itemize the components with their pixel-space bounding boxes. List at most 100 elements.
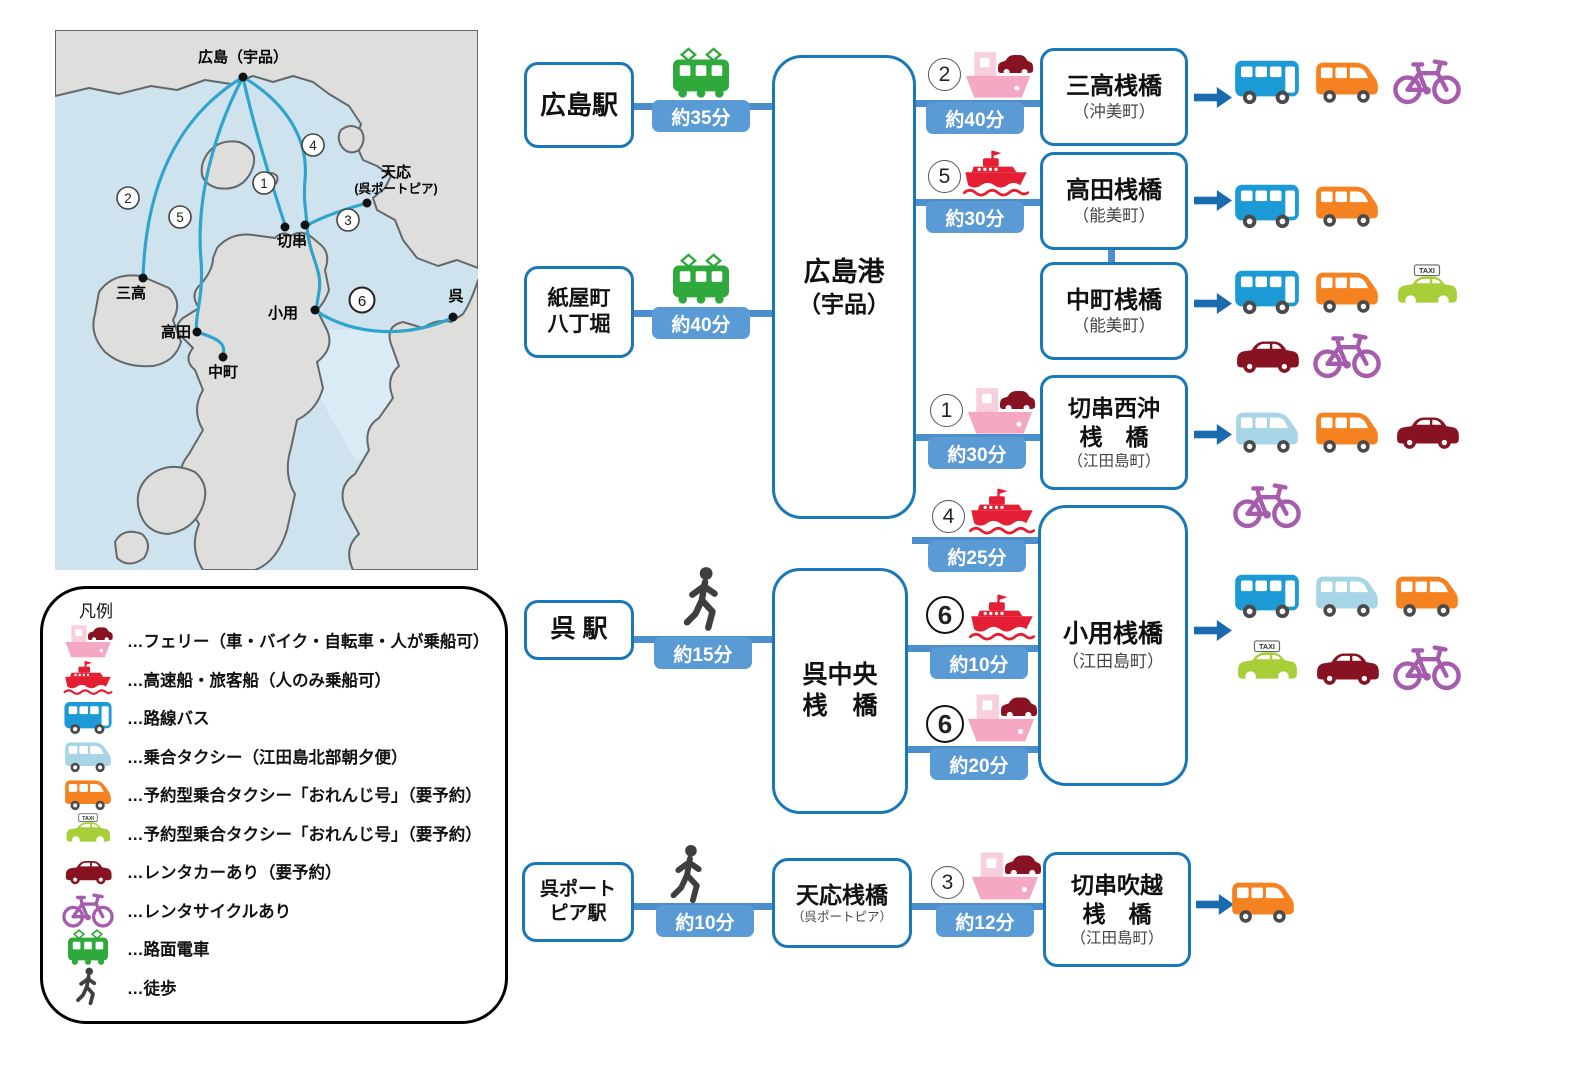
transport-row-koyo-1 bbox=[1232, 568, 1462, 622]
legend-item-label: …レンタカーあり（要予約） bbox=[127, 864, 342, 883]
walk-icon bbox=[682, 566, 726, 634]
box-kirikushi-nishioki-pier: 切串西沖 桟 橋 （江田島町） bbox=[1040, 375, 1188, 490]
map-number-2: 2 bbox=[124, 191, 132, 206]
legend-item: …レンタカーあり（要予約） bbox=[57, 852, 497, 891]
box-label-line2: 桟 橋 bbox=[1082, 900, 1152, 927]
transport-row-nakamachi-2 bbox=[1232, 328, 1382, 382]
arrow-right-icon bbox=[1194, 188, 1232, 213]
time-route2: 約40分 bbox=[926, 102, 1024, 134]
legend-item-label: …予約型乗合タクシー「おれんじ号」（要予約） bbox=[127, 825, 482, 844]
tram-icon bbox=[57, 928, 119, 968]
map-number-5: 5 bbox=[176, 210, 184, 225]
green-taxi-icon: TAXI bbox=[1232, 640, 1302, 694]
legend-item-label: …レンタサイクルあり bbox=[127, 902, 292, 921]
map-sw-islet bbox=[114, 530, 149, 565]
map-labels: 広島（宇品） 天応 (呉ポートピア) 切串 三高 高田 中町 小用 呉 bbox=[116, 48, 464, 381]
green-taxi-icon: TAXI bbox=[57, 813, 119, 853]
box-sublabel: （江田島町） bbox=[1070, 929, 1164, 947]
bicycle-icon bbox=[57, 890, 119, 930]
transport-row-nishioki-1 bbox=[1232, 404, 1462, 458]
box-label: 呉 駅 bbox=[550, 615, 608, 644]
map-route-6 bbox=[314, 309, 454, 334]
route-number-6-ferry: 6 bbox=[926, 705, 964, 743]
box-kure-station: 呉 駅 bbox=[524, 600, 634, 660]
box-kirikushi-fukikoshi-pier: 切串吹越 桟 橋 （江田島町） bbox=[1043, 852, 1191, 967]
map-number-4: 4 bbox=[309, 138, 317, 153]
ferry-icon bbox=[968, 844, 1042, 904]
speedboat-icon bbox=[966, 592, 1038, 646]
legend-items: …フェリー（車・バイク・自転車・人が乗船可） …高速船・旅客船（人のみ乗船可） …路… bbox=[57, 621, 497, 1006]
transport-row-koyo-2: TAXI bbox=[1232, 640, 1462, 694]
transport-row-mitaka bbox=[1232, 54, 1462, 108]
legend-item: …予約型乗合タクシー「おれんじ号」（要予約） bbox=[57, 775, 497, 814]
map-port-dots bbox=[138, 72, 458, 362]
bus-icon bbox=[57, 697, 119, 737]
arrow-right-icon bbox=[1196, 892, 1234, 917]
legend-item: …徒歩 bbox=[57, 967, 497, 1007]
orange-taxi-van-icon bbox=[1312, 54, 1382, 108]
route-map-svg: 広島（宇品） 天応 (呉ポートピア) 切串 三高 高田 中町 小用 呉 1 2 … bbox=[55, 30, 478, 570]
legend-item-label: …徒歩 bbox=[127, 979, 177, 998]
time-hiroshima-port: 約35分 bbox=[652, 100, 750, 132]
ferry-icon bbox=[57, 620, 119, 660]
route-number-4: 4 bbox=[932, 500, 965, 533]
time-route1: 約30分 bbox=[928, 437, 1026, 469]
map-label-takata: 高田 bbox=[161, 323, 191, 341]
box-label: 小用桟橋 bbox=[1062, 620, 1163, 649]
box-kamiyacho-hatchobori: 紙屋町 八丁堀 bbox=[524, 266, 634, 358]
time-route6-fast: 約10分 bbox=[930, 647, 1028, 679]
time-route4: 約25分 bbox=[928, 540, 1026, 572]
box-hiroshima-station: 広島駅 bbox=[524, 62, 634, 148]
map-label-kure: 呉 bbox=[448, 288, 463, 305]
legend-item-label: …乗合タクシー（江田島北部朝夕便） bbox=[127, 748, 408, 767]
transport-row-nishioki-2 bbox=[1232, 478, 1302, 532]
arrow-right-icon bbox=[1194, 85, 1232, 110]
time-route3: 約12分 bbox=[936, 905, 1034, 937]
transport-row-nakamachi-1: TAXI bbox=[1232, 264, 1462, 318]
legend-item: …高速船・旅客船（人のみ乗船可） bbox=[57, 660, 497, 699]
bicycle-icon bbox=[1392, 54, 1462, 108]
box-label-line1: 呉ポート bbox=[539, 879, 616, 901]
map-sw-island bbox=[136, 465, 207, 535]
legend-item-label: …路線バス bbox=[127, 710, 210, 729]
bicycle-icon bbox=[1232, 478, 1302, 532]
legend-item: …乗合タクシー（江田島北部朝夕便） bbox=[57, 737, 497, 776]
map-label-teno-sub: (呉ポートピア) bbox=[354, 181, 437, 196]
map-label-mitaka: 三高 bbox=[116, 284, 146, 302]
legend-item-label: …フェリー（車・バイク・自転車・人が乗船可） bbox=[127, 633, 490, 652]
box-koyo-pier: 小用桟橋 （江田島町） bbox=[1038, 505, 1188, 786]
map-route-5 bbox=[194, 75, 245, 334]
svg-text:TAXI: TAXI bbox=[1419, 266, 1435, 275]
box-label: 天応桟橋 bbox=[796, 881, 888, 908]
orange-taxi-van-icon bbox=[1312, 178, 1382, 232]
arrow-right-icon bbox=[1194, 291, 1232, 316]
bus-icon bbox=[1232, 264, 1302, 318]
box-label-line1: 紙屋町 bbox=[547, 286, 611, 310]
box-label-line2: ピア駅 bbox=[549, 903, 607, 924]
ferry-icon bbox=[964, 380, 1036, 438]
box-label-line1: 切串吹越 bbox=[1071, 872, 1163, 899]
svg-text:TAXI: TAXI bbox=[1259, 642, 1275, 651]
shared-taxi-van-icon bbox=[57, 736, 119, 776]
box-sublabel: （能美町） bbox=[1072, 316, 1156, 335]
map-route-numbers: 1 2 3 4 5 6 bbox=[116, 133, 376, 314]
box-label: 広島駅 bbox=[539, 89, 618, 120]
box-label-line2: （宇品） bbox=[798, 290, 890, 317]
map-number-3: 3 bbox=[344, 213, 352, 228]
rental-car-icon bbox=[57, 851, 119, 891]
map-ninoshima bbox=[200, 140, 255, 190]
time-portopia-teno: 約10分 bbox=[656, 905, 754, 937]
transport-row-fukikoshi bbox=[1228, 874, 1298, 928]
rental-car-icon bbox=[1312, 640, 1382, 694]
time-kamiyacho-port: 約40分 bbox=[652, 307, 750, 339]
arrow-right-icon bbox=[1194, 618, 1232, 643]
box-hiroshima-port: 広島港 （宇品） bbox=[772, 55, 916, 519]
map-label-teno: 天応 bbox=[381, 163, 411, 181]
map-route-3 bbox=[304, 201, 369, 228]
arrow-right-icon bbox=[1194, 422, 1232, 447]
box-label-line2: 桟 橋 bbox=[1079, 423, 1149, 450]
map-route-lines bbox=[141, 75, 454, 357]
box-label-line1: 呉中央 bbox=[802, 660, 878, 689]
box-sublabel: （江田島町） bbox=[1062, 651, 1164, 671]
